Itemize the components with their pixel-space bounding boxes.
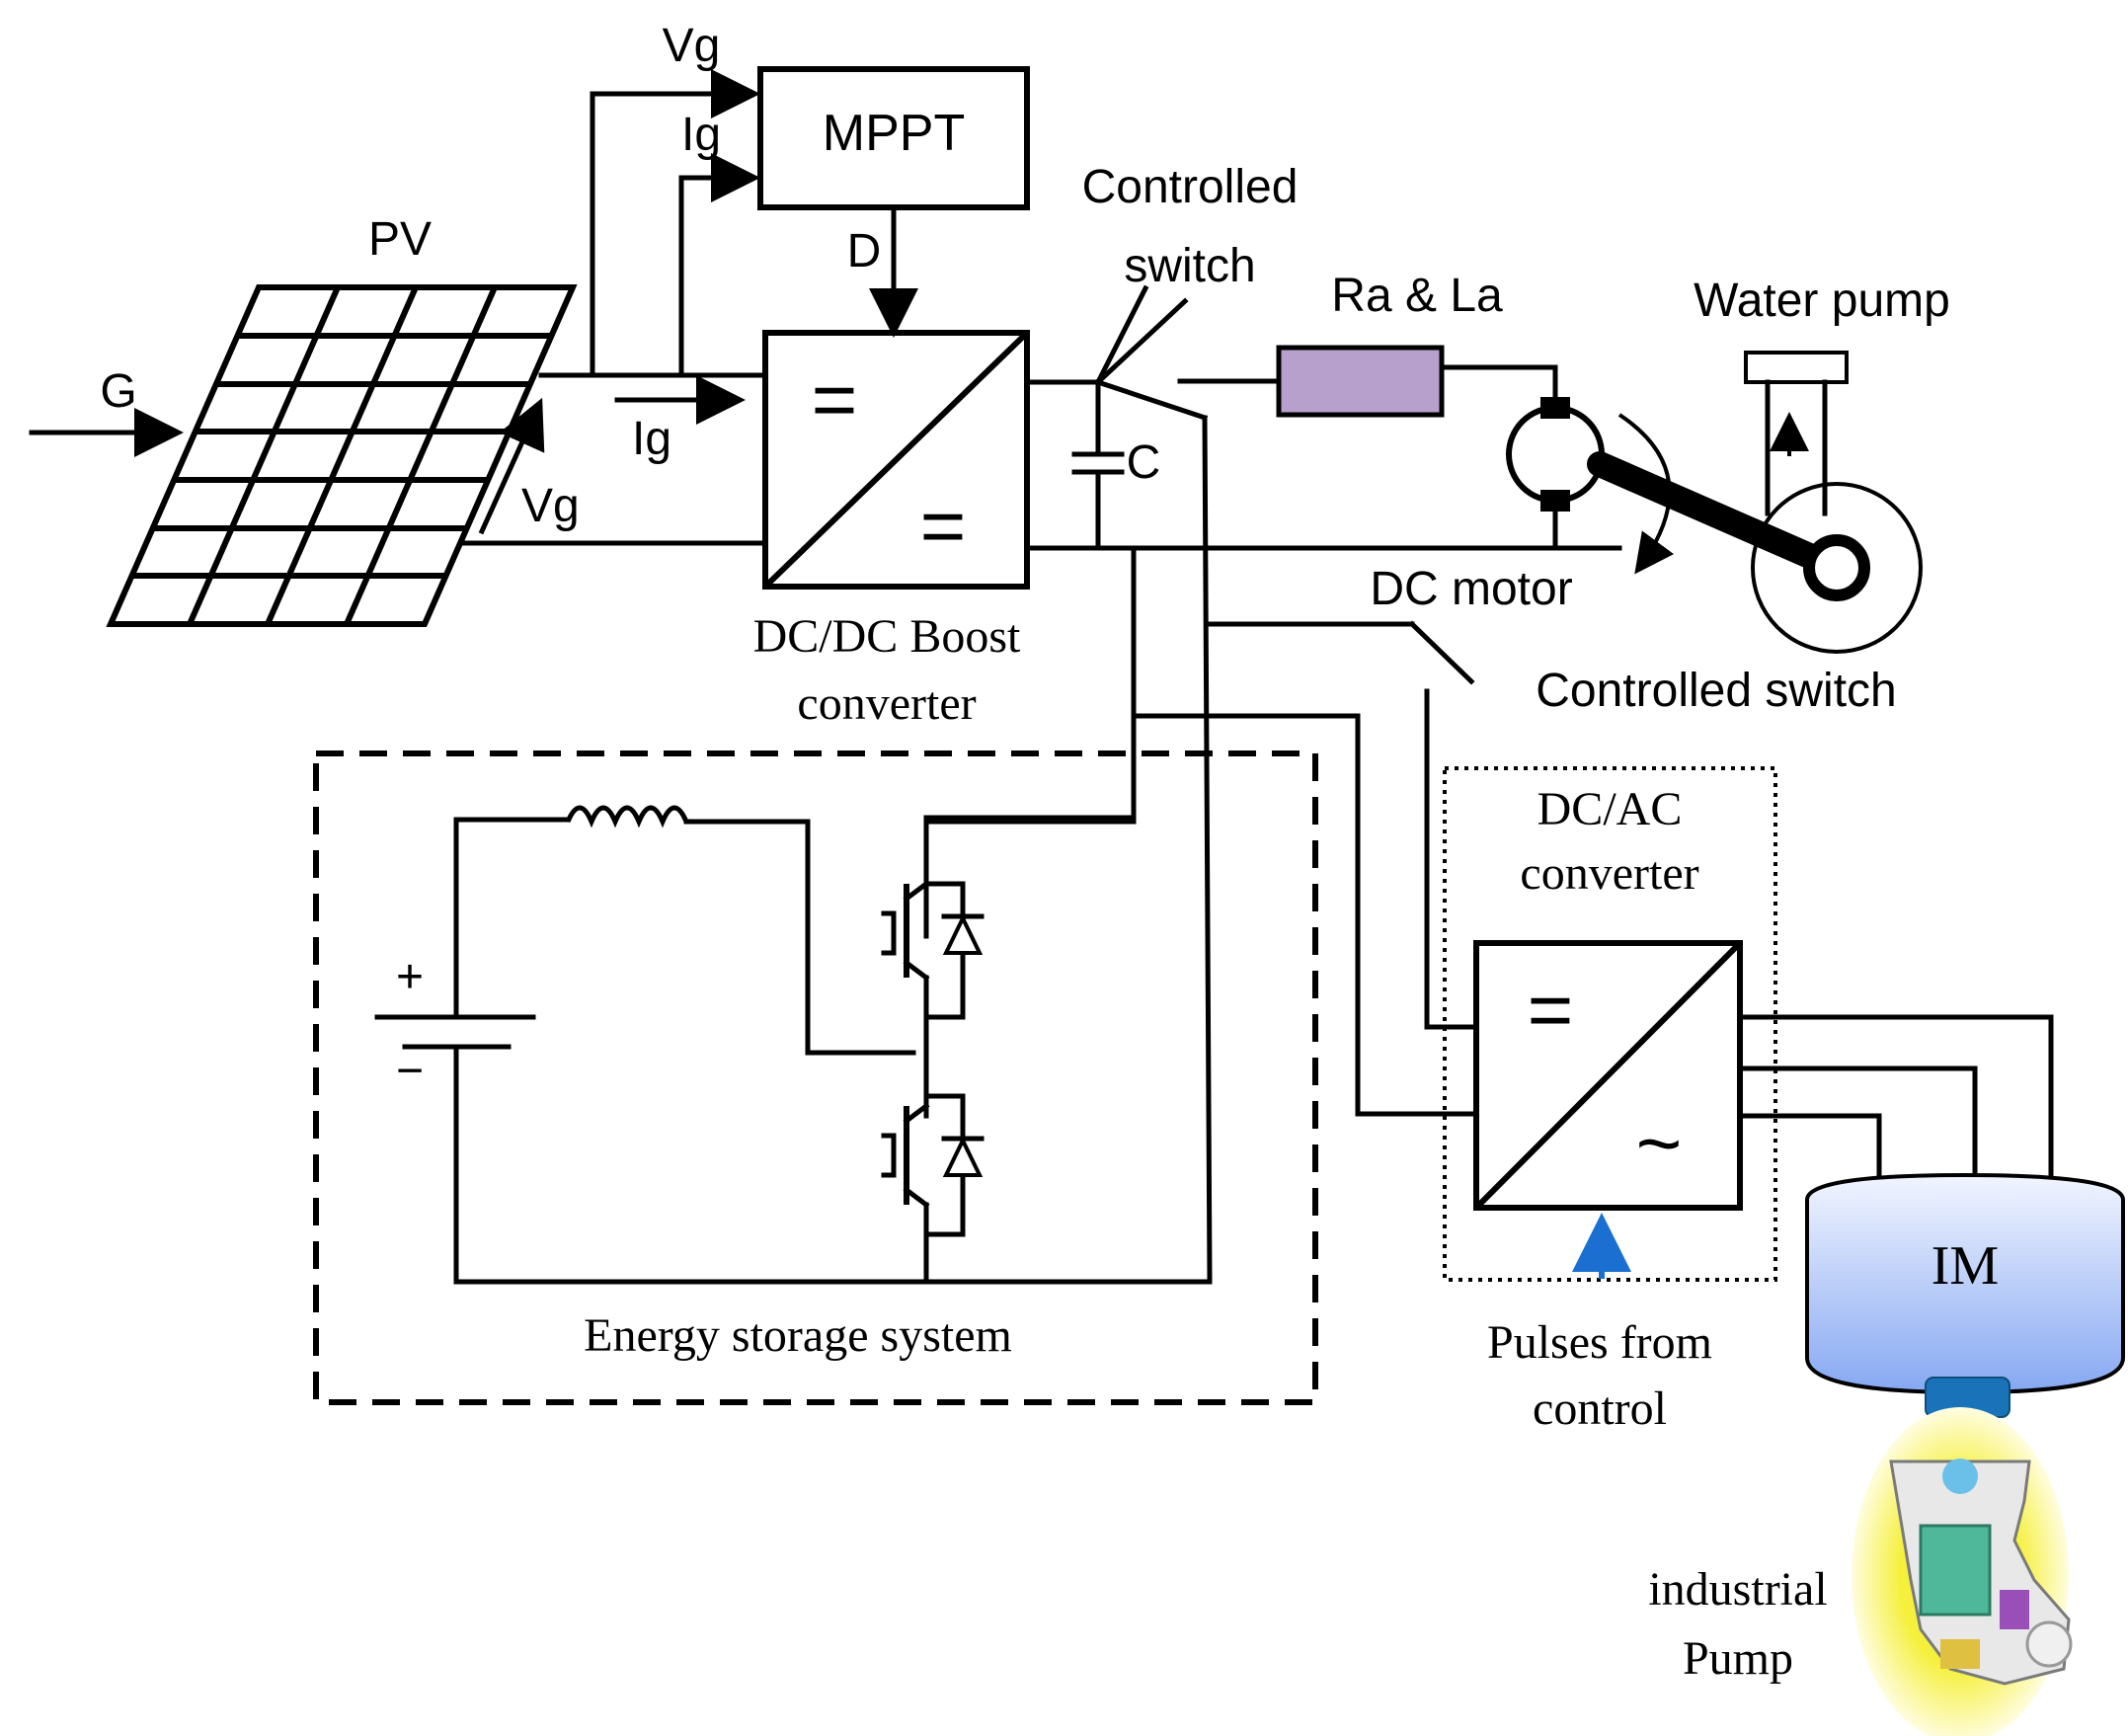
dcac-converter bbox=[1473, 940, 1743, 1211]
dcac-label-line1: DC/AC bbox=[1537, 783, 1683, 835]
ra-la-label: Ra & La bbox=[1331, 270, 1503, 322]
boost-dc-in-symbol: = bbox=[812, 355, 858, 443]
ess-circuit bbox=[374, 805, 1213, 1285]
ig-mid-label: Ig bbox=[632, 413, 671, 465]
ig-top-label: Ig bbox=[681, 109, 721, 161]
phase-c-wire bbox=[1737, 1113, 1882, 1193]
ess-dashed-enclosure bbox=[313, 750, 1318, 1405]
phase-b-wire bbox=[1737, 1065, 1978, 1193]
ig-sense-wire bbox=[678, 153, 760, 378]
battery-minus-label: − bbox=[396, 1045, 424, 1097]
armature-wire-out bbox=[1439, 364, 1558, 408]
phase-a-wire bbox=[1737, 1014, 2054, 1193]
pv-panel bbox=[106, 284, 578, 627]
switch1-pointer bbox=[1094, 284, 1149, 386]
boost-dc-out-symbol: = bbox=[920, 482, 967, 570]
water-pump bbox=[1744, 351, 1923, 654]
switch1-label-line1: Controlled bbox=[1082, 161, 1299, 213]
pv-label: PV bbox=[368, 213, 432, 266]
boost-name-line2: converter bbox=[797, 677, 976, 730]
industrial-pump-label-line2: Pump bbox=[1683, 1632, 1793, 1685]
duty-label: D bbox=[847, 225, 882, 277]
switch2-label: Controlled switch bbox=[1536, 665, 1896, 717]
irradiance-label: G bbox=[100, 365, 136, 418]
pulses-label-line2: control bbox=[1533, 1382, 1667, 1435]
inverter-ac-symbol: ~ bbox=[1636, 1099, 1683, 1187]
controlled-switch-dc-motor bbox=[1094, 297, 1213, 1282]
dc-link-capacitor bbox=[1071, 379, 1125, 551]
vg-top-label: Vg bbox=[663, 20, 721, 72]
controlled-switch-inverter bbox=[1207, 620, 1479, 1030]
inverter-dc-symbol: = bbox=[1528, 966, 1574, 1054]
vg-measure-arrow bbox=[478, 397, 545, 535]
ess-positive-wire bbox=[923, 713, 1137, 939]
dcac-dotted-enclosure bbox=[1443, 766, 1777, 1282]
dc-motor-label: DC motor bbox=[1370, 563, 1572, 615]
dcac-label-line2: converter bbox=[1520, 847, 1698, 900]
mppt-label: MPPT bbox=[823, 105, 965, 162]
vg-mid-label: Vg bbox=[521, 480, 580, 532]
industrial-pump-label-line1: industrial bbox=[1648, 1563, 1827, 1616]
dc-motor bbox=[1506, 397, 1850, 581]
boost-converter bbox=[762, 330, 1030, 590]
battery-plus-label: + bbox=[396, 951, 424, 1003]
im-label: IM bbox=[1931, 1235, 1999, 1297]
switch1-label-line2: switch bbox=[1124, 240, 1255, 292]
capacitor-label: C bbox=[1127, 436, 1161, 489]
induction-motor bbox=[1805, 1172, 2125, 1418]
armature-resistor bbox=[1276, 345, 1445, 418]
boost-name-line1: DC/DC Boost bbox=[753, 610, 1021, 663]
pulses-label-line1: Pulses from bbox=[1487, 1316, 1712, 1369]
water-pump-label: Water pump bbox=[1694, 275, 1950, 327]
industrial-pump-image bbox=[1852, 1407, 2073, 1736]
ess-label: Energy storage system bbox=[584, 1309, 1012, 1362]
